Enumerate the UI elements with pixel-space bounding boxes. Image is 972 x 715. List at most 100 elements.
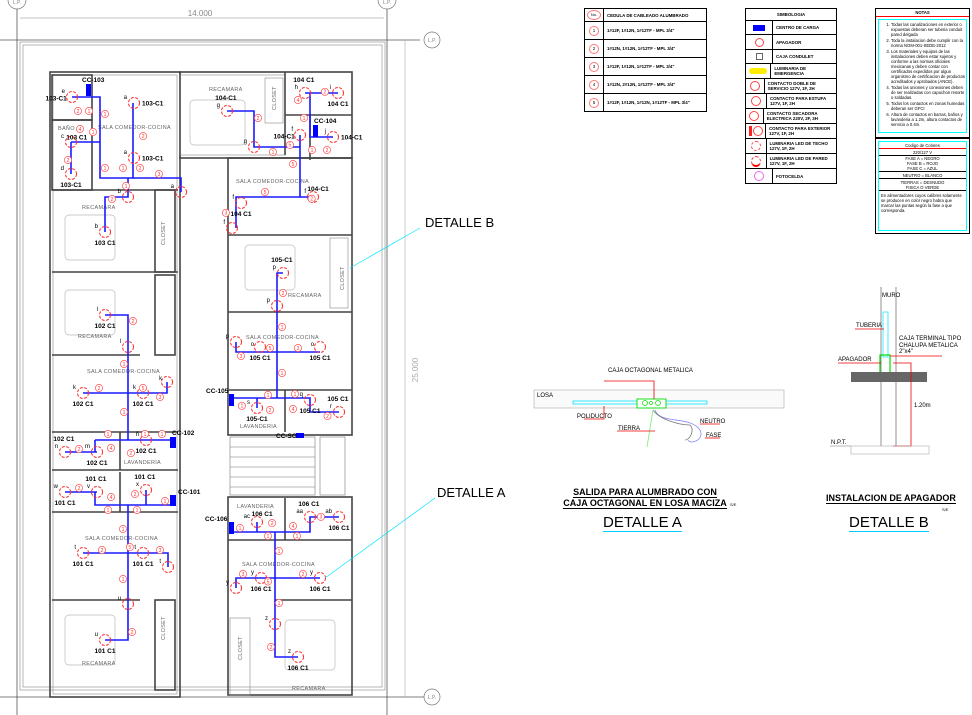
room-label: SALA COMEDOR-COCINA bbox=[242, 562, 315, 568]
ceiling-led-icon bbox=[91, 446, 103, 458]
light-fixture[interactable]: f bbox=[223, 220, 238, 234]
ceiling-led-icon bbox=[304, 394, 316, 406]
fixture-tag: f bbox=[291, 127, 293, 133]
svg-text:2: 2 bbox=[77, 109, 80, 115]
ceiling-led-icon bbox=[65, 168, 77, 180]
svg-text:2: 2 bbox=[142, 134, 145, 140]
load-center-cc-101[interactable]: CC-101 bbox=[170, 489, 201, 506]
svg-text:2: 2 bbox=[78, 486, 81, 492]
load-center-cc-102[interactable]: CC-102 bbox=[170, 430, 195, 448]
svg-text:2: 2 bbox=[78, 447, 81, 453]
light-fixture[interactable]: g bbox=[244, 139, 260, 153]
light-fixture[interactable]: t bbox=[159, 559, 174, 573]
svg-text:4: 4 bbox=[292, 524, 295, 530]
circuit-number-marker: 1 bbox=[308, 146, 316, 154]
fixture-tag: t bbox=[74, 545, 76, 551]
light-fixture[interactable]: u bbox=[118, 596, 134, 610]
light-fixture[interactable]: z bbox=[265, 616, 281, 630]
circuit-number-marker: 1 bbox=[264, 532, 272, 540]
light-fixture[interactable]: b bbox=[118, 189, 134, 203]
circuit-number-marker: 4 bbox=[289, 522, 297, 530]
svg-text:4: 4 bbox=[110, 446, 113, 452]
fixture-tag: k bbox=[159, 376, 163, 382]
fixture-tag: p bbox=[267, 298, 271, 304]
light-fixture[interactable]: a bbox=[171, 184, 187, 198]
load-center-cc-sg[interactable]: CC-SG bbox=[276, 433, 304, 440]
load-center-icon bbox=[746, 21, 773, 34]
svg-text:1: 1 bbox=[123, 410, 126, 416]
svg-text:CC-105: CC-105 bbox=[206, 388, 229, 395]
emergency-light-icon bbox=[746, 64, 772, 78]
svg-text:1: 1 bbox=[107, 508, 110, 514]
room-label: LAVANDERIA bbox=[124, 460, 161, 466]
detalle-a-callout[interactable]: DETALLE A bbox=[437, 485, 506, 500]
load-center-cc-103[interactable]: CC-103 bbox=[82, 77, 105, 96]
load-center-cc-105[interactable]: CC-105 bbox=[206, 388, 234, 406]
svg-text:4: 4 bbox=[79, 127, 82, 133]
light-fixture[interactable]: p bbox=[226, 334, 242, 348]
fixture-tag: m bbox=[85, 444, 90, 450]
ceiling-led-icon bbox=[314, 341, 326, 353]
fixture-circuit-label: 102 C1 bbox=[136, 448, 157, 455]
fixture-circuit-label: 105-C1 bbox=[246, 416, 268, 423]
load-center-cc-104[interactable]: CC-104 bbox=[313, 118, 337, 137]
fixture-circuit-label: 106 C1 bbox=[252, 511, 273, 518]
ceiling-led-icon bbox=[292, 651, 304, 663]
fixture-tag: t bbox=[134, 545, 136, 551]
room-label: CLOSET bbox=[340, 266, 346, 290]
light-fixture[interactable]: k bbox=[159, 376, 173, 388]
load-center-cc-106[interactable]: CC-106 bbox=[205, 516, 234, 534]
level-marker-bottom: L.P. bbox=[423, 688, 441, 706]
svg-text:1: 1 bbox=[92, 130, 95, 136]
ceiling-led-icon bbox=[332, 87, 344, 99]
ceiling-led-icon bbox=[251, 402, 263, 414]
light-fixture[interactable]: p bbox=[267, 298, 283, 312]
fixture-circuit-label: 105 C1 bbox=[310, 355, 331, 362]
fixture-tag: f bbox=[223, 220, 225, 226]
fixture-circuit-label: 102 C1 bbox=[73, 401, 94, 408]
light-fixture[interactable]: l bbox=[120, 339, 134, 353]
circuit-number-marker: 2 bbox=[266, 406, 274, 414]
room-label: SALA COMEDOR-COCINA bbox=[85, 536, 158, 542]
detalle-b-callout[interactable]: DETALLE B bbox=[425, 215, 494, 230]
svg-text:2: 2 bbox=[324, 90, 327, 96]
circuit-number-marker: 1 bbox=[119, 525, 127, 533]
notes-panel: NOTAS Todas las canalizaciones en exteri… bbox=[875, 8, 970, 138]
light-fixture[interactable]: y bbox=[226, 580, 242, 594]
